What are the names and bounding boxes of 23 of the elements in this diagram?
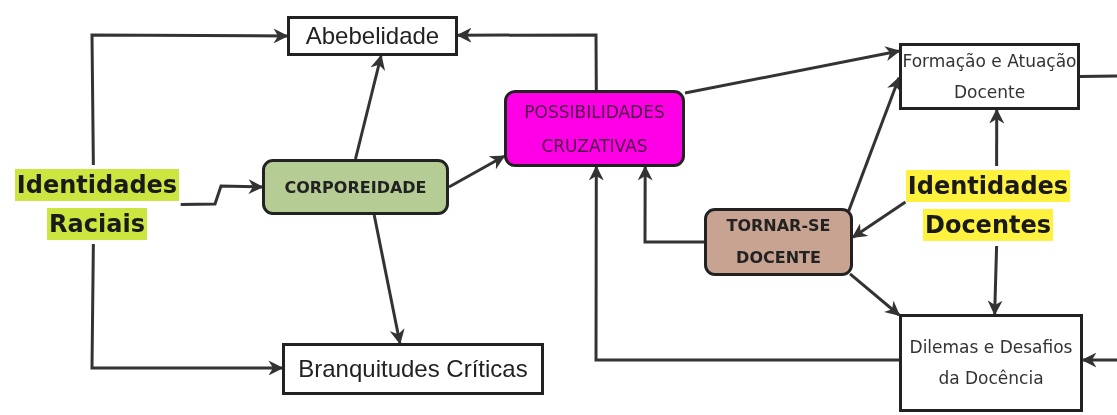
arrow: [180, 179, 264, 206]
arrow: [1081, 352, 1117, 368]
concept-box: Formação e Atuação Docente: [899, 43, 1080, 110]
arrow: [588, 165, 899, 362]
arrow: [372, 214, 405, 345]
concept-box: Dilemas e Desafios da Docência: [899, 314, 1083, 412]
arrow: [987, 245, 1003, 316]
arrow: [90, 28, 289, 165]
rounded-concept-box: POSSIBILIDADES CRUZATIVAS: [504, 90, 685, 167]
arrow: [684, 46, 901, 95]
concept-box: Branquitudes Críticas: [282, 343, 544, 395]
arrow: [90, 244, 284, 376]
rounded-concept-box: TORNAR-SE DOCENTE: [704, 208, 853, 276]
arrow: [448, 154, 506, 189]
arrow: [354, 54, 386, 160]
arrow: [849, 272, 901, 317]
arrow: [637, 165, 704, 244]
rounded-concept-box: CORPOREIDADE: [262, 159, 449, 215]
arrow: [851, 200, 907, 239]
arrow: [989, 108, 1005, 166]
connector-line: [1079, 74, 1117, 78]
concept-box: Abebelidade: [287, 16, 458, 56]
arrow: [456, 27, 598, 90]
